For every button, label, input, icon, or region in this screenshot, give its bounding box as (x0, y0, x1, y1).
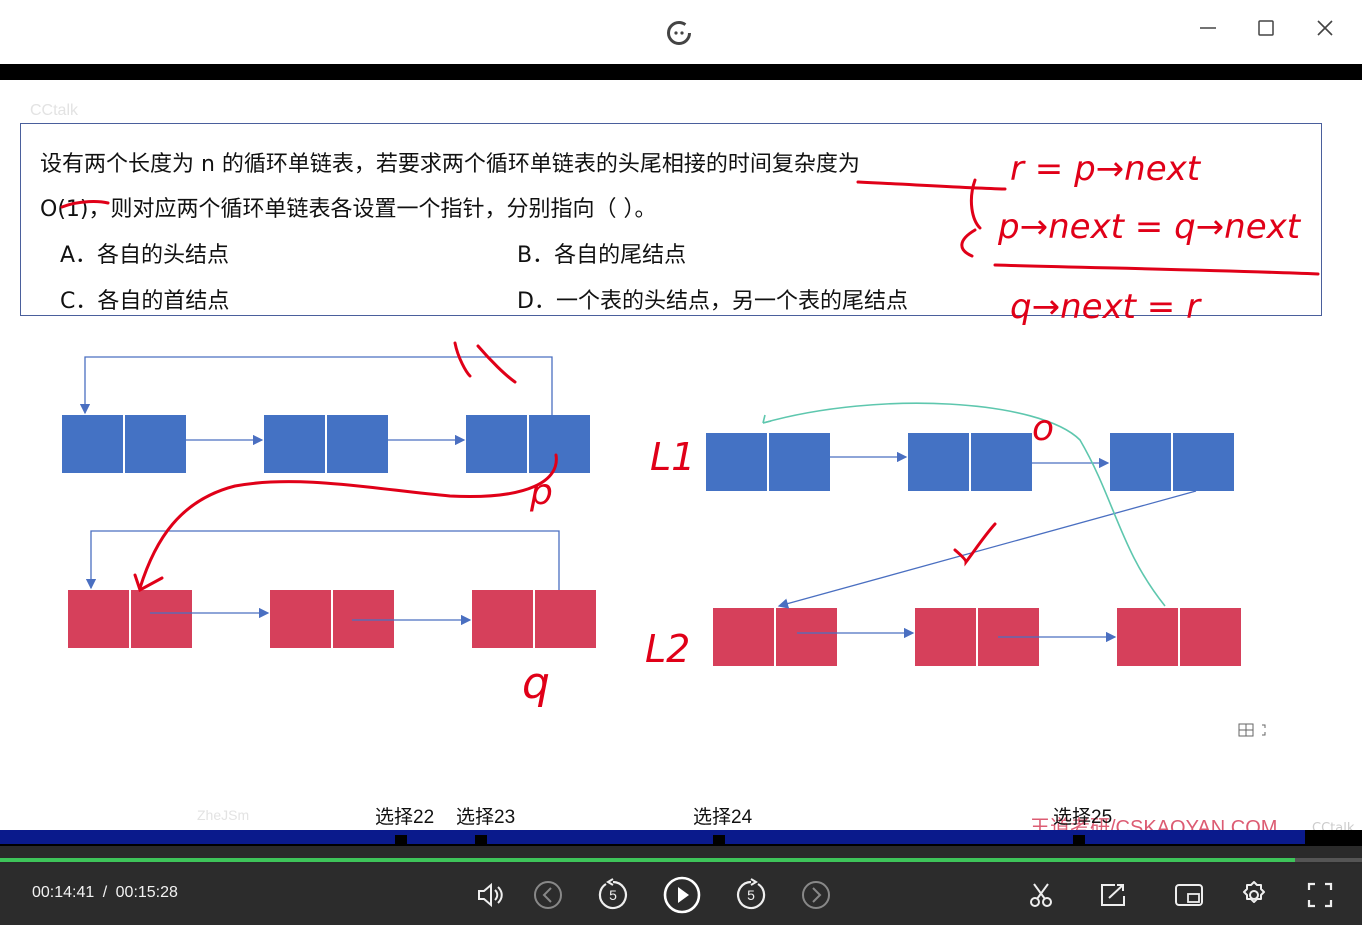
chapter-label-22[interactable]: 选择22 (375, 807, 435, 828)
watermark-bottom: ZheJSm (197, 807, 250, 823)
blue-node-1 (62, 415, 186, 473)
chapter-label-23[interactable]: 选择23 (456, 807, 516, 828)
timeline-track (0, 830, 1305, 844)
blue-node-3 (466, 415, 590, 473)
volume-icon (478, 882, 503, 908)
hw-p: p (529, 472, 553, 513)
option-b: B．各自的尾结点 (517, 243, 687, 268)
blue-node-4 (706, 433, 830, 491)
seek-bar-remaining (1295, 858, 1362, 862)
previous-button[interactable] (529, 876, 567, 914)
chapter-marker[interactable] (475, 835, 487, 846)
brand-corner: CCtalk (1312, 821, 1355, 830)
play-icon (663, 876, 701, 914)
picture-in-picture-icon (1175, 884, 1203, 906)
diagram-arrows (79, 356, 1197, 643)
hw-o: o (1032, 408, 1054, 449)
player-controls: 00:14:41 / 00:15:28 5 5 (0, 864, 1362, 925)
share-icon (1101, 884, 1125, 906)
chapter-timeline[interactable] (0, 830, 1362, 846)
option-c: C．各自的首结点 (60, 289, 230, 314)
blue-node-5 (908, 433, 1032, 491)
option-d: D．一个表的头结点，另一个表的尾结点 (517, 289, 908, 314)
maximize-icon (1258, 20, 1274, 36)
total-time: 00:15:28 (115, 884, 178, 901)
red-node-4 (713, 608, 837, 666)
option-a: A．各自的头结点 (60, 243, 230, 268)
red-node-6 (1117, 608, 1241, 666)
fullscreen-button[interactable] (1301, 876, 1339, 914)
video-top-bar (0, 64, 1362, 80)
time-display: 00:14:41 / 00:15:28 (32, 884, 178, 902)
maximize-button[interactable] (1251, 14, 1281, 42)
minimize-button[interactable] (1193, 14, 1223, 42)
scissors-icon (1030, 883, 1052, 907)
question-box (20, 123, 1322, 316)
red-node-1 (68, 590, 192, 648)
hw-L2: L2 (645, 627, 690, 671)
settings-button[interactable] (1235, 876, 1273, 914)
current-time: 00:14:41 (32, 884, 95, 901)
blue-node-2 (264, 415, 388, 473)
forward-icon: 5 (736, 878, 766, 910)
seek-bar-played (0, 858, 1295, 862)
chapter-marker[interactable] (1073, 835, 1085, 846)
pip-button[interactable] (1170, 876, 1208, 914)
chapter-marker[interactable] (395, 835, 407, 846)
svg-text:5: 5 (609, 887, 617, 903)
watermark-top: CCtalk (30, 102, 79, 119)
share-button[interactable] (1094, 876, 1132, 914)
question-line-1: 设有两个长度为 n 的循环单链表，若要求两个循环单链表的头尾相接的时间复杂度为 (40, 152, 860, 177)
red-node-5 (915, 608, 1039, 666)
clip-button[interactable] (1022, 876, 1060, 914)
blue-node-6 (1110, 433, 1234, 491)
red-node-3 (472, 590, 596, 648)
app-logo-icon (667, 21, 691, 45)
grid-icon[interactable] (1234, 722, 1274, 740)
close-icon (1317, 20, 1333, 36)
next-icon (802, 881, 830, 909)
window-title-bar (0, 0, 1362, 64)
volume-button[interactable] (470, 876, 508, 914)
fullscreen-icon (1307, 882, 1333, 908)
close-button[interactable] (1310, 14, 1340, 42)
rewind-5-button[interactable]: 5 (594, 876, 632, 914)
brand-watermark: 王道考研/CSKAOYAN.COM (1030, 817, 1278, 830)
lecture-slide: CCtalk ZheJSm 设有两个长度为 n 的循环单链表，若要求两个循环单链… (0, 80, 1362, 830)
forward-5-button[interactable]: 5 (732, 876, 770, 914)
question-line-2: O(1)，则对应两个循环单链表各设置一个指针，分别指向（ ）。 (40, 197, 657, 222)
next-button[interactable] (797, 876, 835, 914)
rewind-icon: 5 (598, 878, 628, 910)
chapter-label-24[interactable]: 选择24 (693, 807, 753, 828)
previous-icon (534, 881, 562, 909)
gear-icon (1243, 881, 1265, 903)
red-node-2 (270, 590, 394, 648)
hw-q: q (522, 658, 550, 709)
chapter-marker[interactable] (713, 835, 725, 846)
svg-text:5: 5 (747, 887, 755, 903)
time-separator: / (102, 884, 108, 901)
play-button[interactable] (661, 874, 703, 916)
minimize-icon (1200, 27, 1216, 29)
chapter-label-25[interactable]: 选择25 (1053, 807, 1113, 828)
hw-L1: L1 (650, 435, 695, 479)
seek-bar[interactable] (0, 846, 1362, 864)
